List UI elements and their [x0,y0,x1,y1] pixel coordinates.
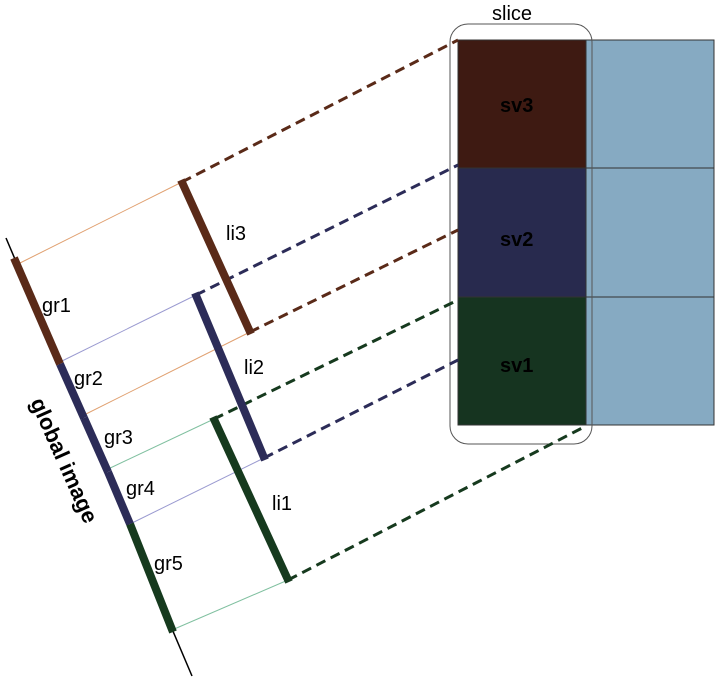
label-li2: li2 [244,357,264,379]
segment-gr2 [56,362,88,420]
segment-gr3 [80,416,112,474]
connector-gr3 [105,418,215,471]
label-gr5: gr5 [154,553,183,575]
projection-li1-bottom [287,424,587,582]
local-image-li1 [209,415,293,584]
slice-grid: sv3 sv2 sv1 [457,39,715,426]
global-image-segments [10,256,177,634]
segment-gr4 [104,470,134,526]
cell-label-sv3: sv3 [500,95,533,117]
connector-gr4 [129,457,265,525]
label-gr2: gr2 [74,368,103,390]
local-image-li3 [177,178,255,336]
neighbor-cell-bottom [585,296,715,426]
projection-li2-bottom [263,358,459,460]
projection-li3-top [181,38,459,184]
cell-sv3 [457,39,587,169]
connector-gr2-bottom [81,331,251,417]
local-image-bars [177,178,293,584]
thin-connectors [17,181,289,631]
cell-sv2 [457,167,587,298]
connector-gr5 [171,579,289,631]
projection-li1-top [213,298,459,421]
cell-label-sv1: sv1 [500,355,533,377]
cell-sv1 [457,296,587,426]
global-image-label: global image [25,394,103,527]
connector-gr1-bottom [59,294,197,363]
cell-label-sv2: sv2 [500,229,533,251]
neighbor-cell-top [585,39,715,169]
label-gr4: gr4 [126,478,155,500]
segment-gr1 [10,256,64,366]
label-li1: li1 [272,493,292,515]
connector-gr1-top [17,181,183,265]
projection-li2-top [195,163,459,297]
segment-gr5 [126,522,177,634]
label-gr1: gr1 [42,295,71,317]
label-gr3: gr3 [104,427,133,449]
slice-label: slice [492,3,532,25]
label-li3: li3 [226,223,246,245]
dashed-projections [181,38,587,582]
local-image-li2 [191,291,269,462]
projection-li3-bottom [249,228,459,334]
slice-outline [449,23,593,445]
neighbor-cell-mid [585,167,715,298]
